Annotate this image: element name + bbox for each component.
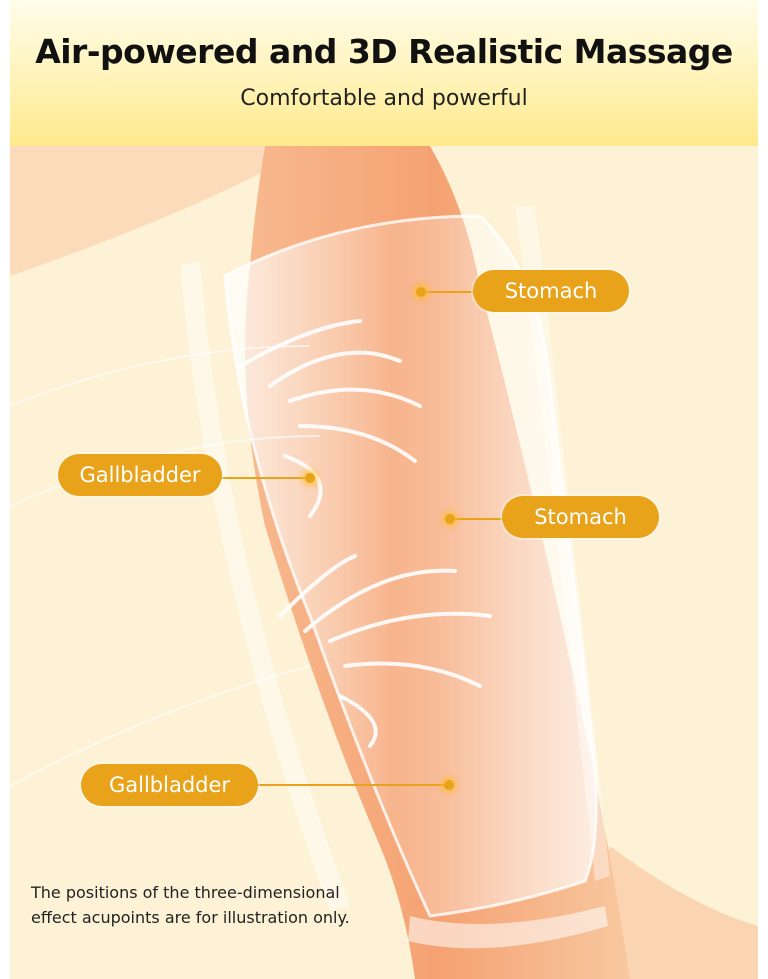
page-subtitle: Comfortable and powerful	[240, 86, 528, 111]
illustration-disclaimer: The positions of the three-dimensional e…	[31, 880, 431, 930]
callout-gallbladder-upper: Gallbladder	[58, 454, 222, 496]
callout-stomach-upper: Stomach	[473, 270, 629, 312]
disclaimer-line-1: The positions of the three-dimensional	[31, 883, 340, 902]
callout-leader-1	[420, 291, 480, 293]
callout-gallbladder-lower: Gallbladder	[81, 764, 258, 806]
page-title: Air-powered and 3D Realistic Massage	[35, 32, 733, 71]
disclaimer-line-2: effect acupoints are for illustration on…	[31, 908, 350, 927]
leg-massager-graphic	[10, 146, 758, 979]
callout-leader-2	[220, 477, 315, 479]
callout-leader-4	[255, 784, 450, 786]
callout-label: Gallbladder	[79, 463, 201, 487]
massager-illustration: Stomach Gallbladder Stomach Gallbladder	[10, 146, 758, 979]
acupoint-dot-gallbladder-upper	[305, 473, 315, 483]
acupoint-dot-stomach-upper	[416, 287, 426, 297]
acupoint-dot-stomach-lower	[445, 514, 455, 524]
callout-label: Stomach	[504, 279, 598, 303]
callout-leader-3	[450, 518, 505, 520]
acupoint-dot-gallbladder-lower	[444, 780, 454, 790]
header-banner: Air-powered and 3D Realistic Massage Com…	[10, 0, 758, 146]
callout-label: Stomach	[534, 505, 627, 529]
callout-stomach-lower: Stomach	[502, 496, 659, 538]
callout-label: Gallbladder	[108, 773, 231, 797]
